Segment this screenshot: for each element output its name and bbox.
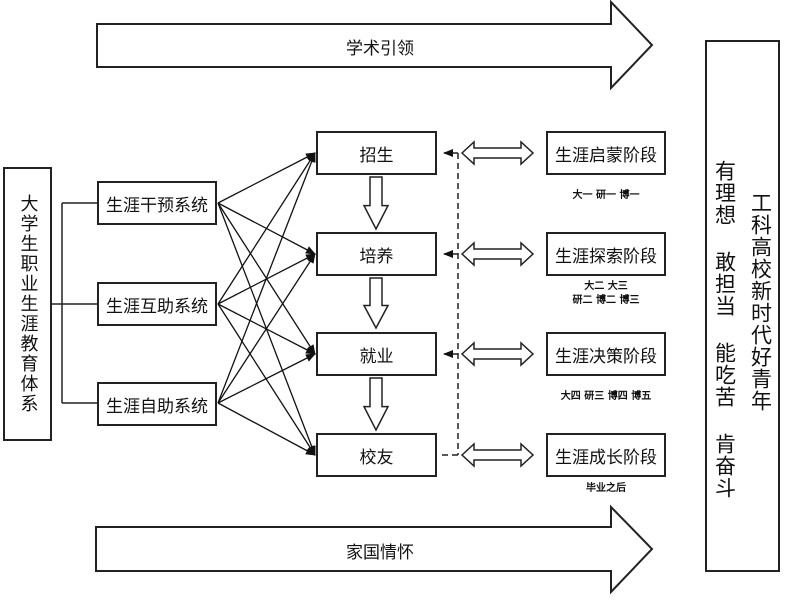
process-flow-arrows bbox=[362, 176, 390, 432]
system-label: 生涯互助系统 bbox=[106, 296, 208, 317]
system-label: 生涯自助系统 bbox=[106, 396, 208, 417]
stage-label: 生涯探索阶段 bbox=[555, 246, 657, 267]
goal-box: 有理想 敢担当 能吃苦 肯奋斗 工科高校新时代好青年 bbox=[705, 40, 780, 572]
process-label: 就业 bbox=[359, 346, 394, 367]
root-label: 大学生职业生涯教育体系 bbox=[17, 194, 39, 414]
connector-arrow bbox=[217, 152, 316, 404]
connector-arrow bbox=[217, 402, 316, 456]
down-arrow bbox=[362, 277, 390, 330]
stage-box-enlightenment: 生涯启蒙阶段 bbox=[546, 131, 666, 175]
double-arrow bbox=[460, 140, 535, 166]
double-arrow bbox=[460, 341, 535, 367]
stage-label: 生涯决策阶段 bbox=[555, 346, 657, 367]
process-label: 培养 bbox=[359, 246, 394, 267]
root-box: 大学生职业生涯教育体系 bbox=[3, 167, 52, 441]
connector-arrow bbox=[217, 253, 316, 404]
process-box-employment: 就业 bbox=[316, 332, 437, 376]
process-box-training: 培养 bbox=[316, 232, 437, 276]
connector-arrow bbox=[217, 152, 316, 204]
root-bracket bbox=[52, 202, 97, 404]
stage-box-exploration: 生涯探索阶段 bbox=[546, 232, 666, 276]
stage-years: 毕业之后 bbox=[536, 482, 676, 496]
stage-years: 大一 研一 博一 bbox=[536, 189, 676, 203]
system-box-self-help: 生涯自助系统 bbox=[97, 382, 217, 426]
stage-box-growth: 生涯成长阶段 bbox=[546, 433, 666, 477]
process-label: 招生 bbox=[359, 145, 394, 166]
goal-line2: 工科高校新时代好青年 bbox=[748, 192, 773, 412]
process-box-alumni: 校友 bbox=[316, 433, 437, 477]
stage-box-decision: 生涯决策阶段 bbox=[546, 332, 666, 376]
stage-years-line: 毕业之后 bbox=[586, 483, 626, 494]
stage-label: 生涯启蒙阶段 bbox=[555, 145, 657, 166]
double-arrow bbox=[460, 241, 535, 267]
stage-years-line: 大二 大三 bbox=[584, 281, 628, 292]
connector-arrow bbox=[217, 353, 316, 404]
stage-years: 大二 大三 研二 博二 博三 bbox=[536, 280, 676, 308]
stage-years-line: 大一 研一 博一 bbox=[572, 190, 640, 201]
bottom-big-arrow bbox=[95, 504, 654, 595]
system-label: 生涯干预系统 bbox=[106, 195, 208, 216]
system-box-mutual-aid: 生涯互助系统 bbox=[97, 282, 217, 326]
stage-double-arrows bbox=[460, 140, 535, 468]
process-box-enrollment: 招生 bbox=[316, 131, 437, 175]
system-process-connectors bbox=[217, 152, 316, 456]
down-arrow bbox=[362, 377, 390, 432]
stage-years-line: 大四 研三 博四 博五 bbox=[560, 391, 652, 402]
connector-arrow bbox=[217, 152, 316, 305]
top-big-arrow bbox=[96, 0, 654, 91]
double-arrow bbox=[460, 442, 535, 468]
top-arrow-label: 学术引领 bbox=[346, 39, 414, 59]
stage-years: 大四 研三 博四 博五 bbox=[536, 390, 676, 404]
stage-years-line: 研二 博二 博三 bbox=[572, 295, 640, 306]
dashed-connector bbox=[438, 149, 459, 456]
stage-label: 生涯成长阶段 bbox=[555, 447, 657, 468]
bottom-arrow-label: 家国情怀 bbox=[346, 543, 414, 563]
down-arrow bbox=[362, 176, 390, 231]
process-label: 校友 bbox=[359, 447, 394, 468]
system-box-intervention: 生涯干预系统 bbox=[97, 181, 217, 225]
goal-line1: 有理想 敢担当 能吃苦 肯奋斗 bbox=[712, 160, 737, 499]
connector-arrow bbox=[217, 303, 316, 456]
